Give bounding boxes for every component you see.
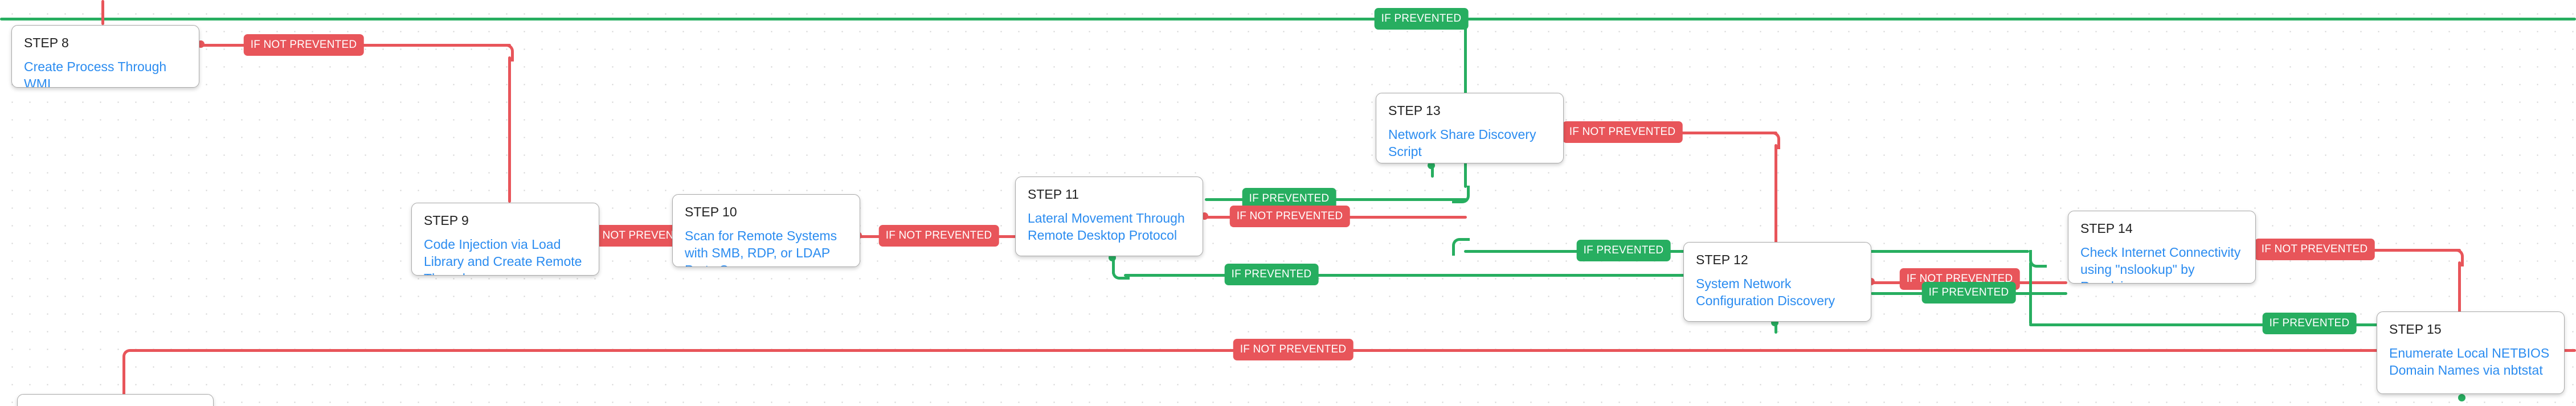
edge-label-step11-red[interactable]: IF NOT PREVENTED [1229,206,1350,227]
node-step13[interactable]: STEP 13 Network Share Discovery Script [1376,93,1564,163]
node-step15-step: STEP 15 [2389,322,2442,337]
node-step8-step: STEP 8 [24,35,69,50]
edge-label-step14-out[interactable]: IF NOT PREVENTED [2254,239,2375,260]
edge-label-bottom-red[interactable]: IF NOT PREVENTED [1233,339,1354,360]
edge-step11-green-corner [1452,186,1470,203]
node-step9-step: STEP 9 [424,213,469,228]
edge-step13-out-v [1774,144,1777,247]
node-step11-title: Lateral Movement Through Remote Desktop … [1028,211,1185,243]
edge-label-step14-green[interactable]: IF PREVENTED [2262,313,2357,334]
edge-step12-bottom-stub [1774,322,1777,334]
node-step10[interactable]: STEP 10 Scan for Remote Systems with SMB… [672,194,860,267]
node-step10-step: STEP 10 [685,204,737,219]
edge-bottom-red-corner [122,349,140,367]
edge-step15-green-in [2029,323,2378,326]
edge-label-step13-out[interactable]: IF NOT PREVENTED [1562,121,1683,143]
node-step12[interactable]: STEP 12 System Network Configuration Dis… [1683,242,1871,322]
edge-label-step12-green[interactable]: IF PREVENTED [1921,282,2016,304]
edge-top-green-left [0,18,1385,20]
node-step9[interactable]: STEP 9 Code Injection via Load Library a… [411,203,599,276]
node-step11-step: STEP 11 [1028,187,1079,202]
node-step14[interactable]: STEP 14 Check Internet Connectivity usin… [2068,211,2256,284]
node-step11[interactable]: STEP 11 Lateral Movement Through Remote … [1015,177,1203,256]
port-step15-bottom [2458,394,2465,401]
node-step8-title: Create Process Through WMI [24,59,167,88]
edge-top-green-right [1458,18,2576,20]
node-step9-title: Code Injection via Load Library and Crea… [424,237,582,275]
edge-label-step8-out[interactable]: IF NOT PREVENTED [243,34,364,56]
edge-label-step10-out[interactable]: IF NOT PREVENTED [878,225,999,247]
node-step14-title: Check Internet Connectivity using "nsloo… [2080,245,2241,283]
edge-step15-green-corner [2029,250,2047,268]
edge-step13-corner [1763,132,1780,149]
node-step13-title: Network Share Discovery Script [1388,127,1536,159]
edge-step8-top-stub [101,0,104,25]
edge-label-top-green[interactable]: IF PREVENTED [1374,8,1469,30]
node-step14-step: STEP 14 [2080,221,2133,236]
edge-step8-out-v [508,56,511,203]
edge-step14-corner [2446,249,2464,266]
edge-low-green-corner [1112,262,1130,280]
edge-label-low-green[interactable]: IF PREVENTED [1224,264,1319,285]
edge-bottom-red-v [122,362,125,406]
node-step15[interactable]: STEP 15 Enumerate Local NETBIOS Domain N… [2377,311,2565,394]
edge-step8-corner [496,44,514,61]
node-step15-title: Enumerate Local NETBIOS Domain Names via… [2389,346,2550,378]
edge-step13-bottom-stub [1431,164,1434,178]
port-step13-bottom [1428,162,1435,169]
edge-step14-out-v [2458,261,2461,319]
edge-low-green-h [1124,274,1694,277]
node-step13-step: STEP 13 [1388,103,1441,118]
node-step12-title: System Network Configuration Discovery [1696,276,1835,308]
edge-step15-green-v [2029,262,2032,325]
node-offscreen-bottom[interactable] [17,394,214,406]
edge-mid-green-corner [1452,238,1470,256]
node-step8[interactable]: STEP 8 Create Process Through WMI [11,25,199,88]
edge-label-mid-green[interactable]: IF PREVENTED [1576,240,1671,261]
node-step10-title: Scan for Remote Systems with SMB, RDP, o… [685,228,837,266]
node-step12-step: STEP 12 [1696,252,1748,267]
